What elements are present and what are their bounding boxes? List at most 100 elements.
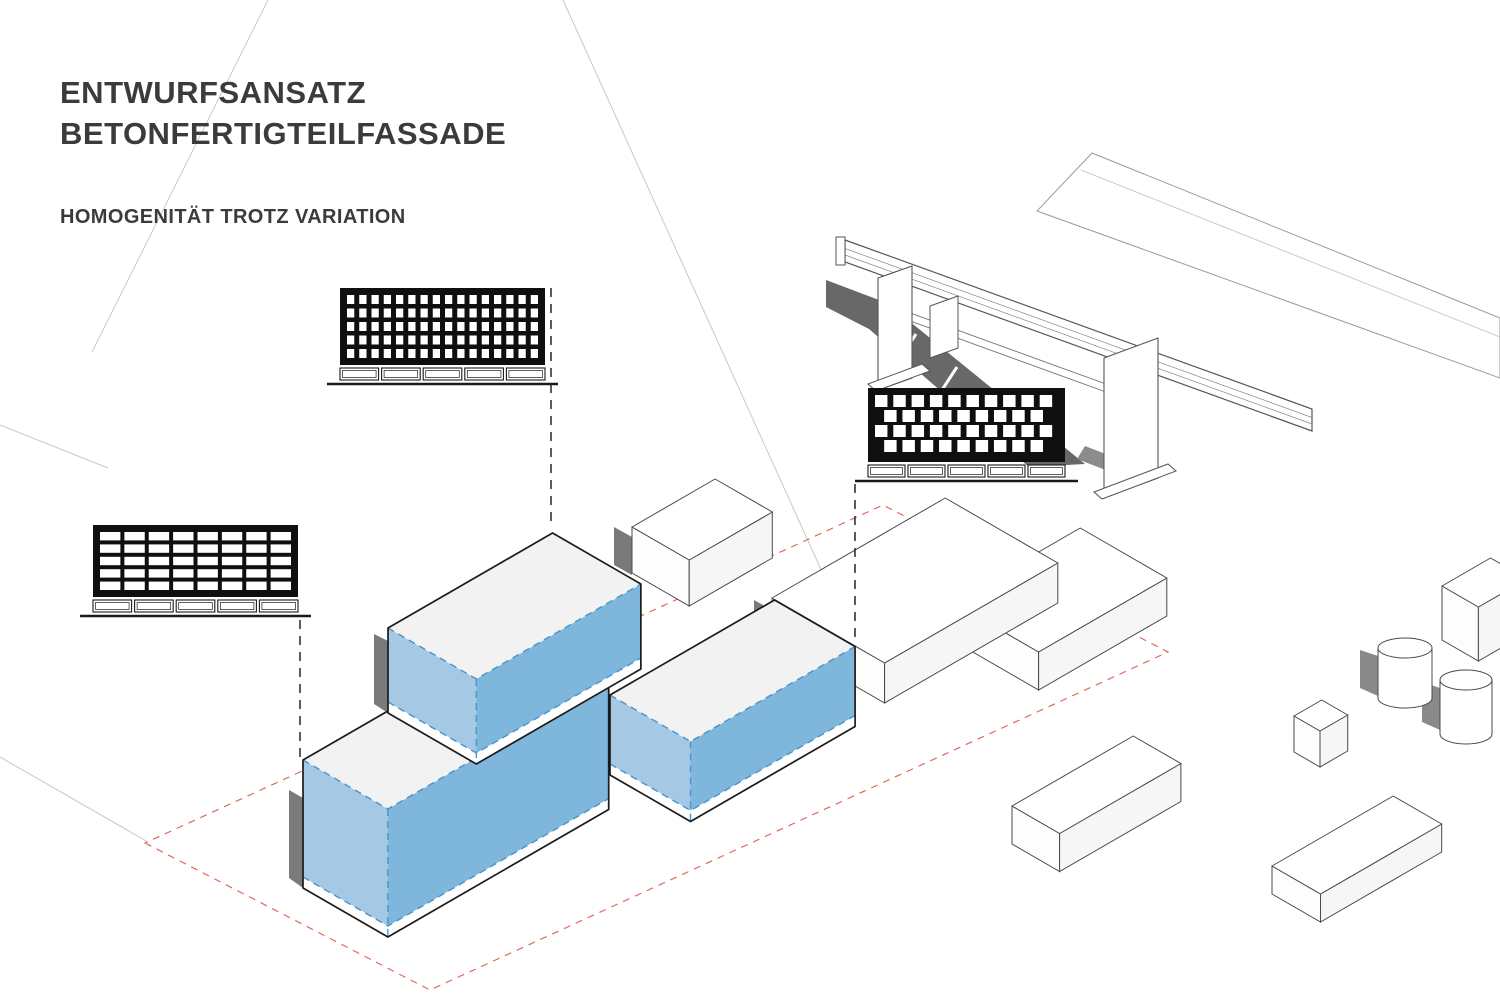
window-slot	[432, 295, 440, 304]
building-volume-1-dash-bottom	[387, 657, 642, 754]
window-band	[197, 532, 218, 541]
building-volume-2	[609, 599, 856, 823]
window-slot	[469, 349, 477, 358]
window-slot	[408, 335, 416, 345]
base-bay	[422, 367, 463, 381]
beam-end-cap	[835, 236, 846, 266]
base-bay-inner	[136, 602, 172, 610]
window-slot	[408, 349, 416, 358]
window-square	[1030, 440, 1043, 452]
building-volume-2-outline	[609, 599, 856, 823]
building-volume-3-facade-left	[303, 760, 388, 926]
base-bay-inner	[425, 370, 460, 378]
window-square	[1003, 425, 1016, 437]
window-band	[173, 569, 194, 578]
base-bay-inner	[870, 467, 903, 475]
building-volume-1-roof	[388, 533, 641, 679]
window-square	[966, 395, 979, 407]
highlighted-volumes	[289, 634, 388, 888]
window-slot	[457, 349, 465, 358]
window-slot	[506, 322, 514, 331]
window-band	[270, 544, 291, 553]
context-buildings	[614, 478, 1168, 704]
base-bay	[867, 464, 906, 478]
window-square	[948, 395, 961, 407]
base-bay-inner	[950, 467, 983, 475]
far-building-1-top-face	[1011, 735, 1182, 834]
window-slot	[506, 295, 514, 304]
base-bay	[1027, 464, 1066, 478]
base-bay	[381, 367, 421, 381]
window-slot	[445, 322, 453, 331]
window-square	[929, 395, 943, 407]
window-square	[1030, 410, 1043, 422]
window-band	[270, 581, 291, 590]
window-square	[957, 440, 970, 452]
window-slot	[396, 349, 404, 358]
window-slot	[371, 295, 379, 304]
window-band	[100, 556, 121, 566]
window-square	[939, 410, 952, 422]
window-square	[1021, 395, 1034, 407]
facade-swatch-horizontal-bands-block	[93, 525, 298, 597]
base-bay	[217, 599, 257, 613]
window-square	[1039, 395, 1053, 407]
window-band	[124, 581, 145, 590]
window-square	[984, 425, 998, 437]
window-slot	[396, 295, 404, 304]
gantry-crane	[826, 152, 1500, 500]
window-slot	[530, 295, 538, 304]
base-bay-inner	[342, 370, 377, 378]
window-slot	[432, 322, 440, 331]
window-slot	[530, 349, 538, 358]
window-slot	[506, 349, 514, 358]
building-volume-2-facade-right	[690, 646, 856, 811]
window-slot	[469, 295, 477, 304]
window-band	[173, 556, 194, 566]
window-square	[966, 425, 979, 437]
window-slot	[359, 308, 367, 318]
base-bay-inner	[219, 602, 255, 610]
window-slot	[396, 335, 404, 345]
window-slot	[420, 349, 428, 358]
window-slot	[347, 335, 355, 345]
building-shadow	[614, 527, 632, 575]
title-line-2: BETONFERTIGTEILFASSADE	[60, 116, 507, 151]
window-square	[929, 425, 943, 437]
window-slot	[481, 322, 489, 331]
window-slot	[469, 335, 477, 345]
far-structures	[1011, 557, 1500, 923]
window-square	[993, 440, 1007, 452]
building-volume-1-facade-right	[476, 584, 641, 753]
base-bay	[175, 599, 216, 613]
construction-line	[91, 0, 269, 353]
window-slot	[530, 335, 538, 345]
window-square	[1021, 425, 1034, 437]
window-slot	[457, 295, 465, 304]
window-band	[100, 581, 121, 590]
window-square	[875, 425, 888, 437]
yard-slab	[1036, 152, 1500, 379]
window-slot	[494, 349, 502, 358]
window-slot	[359, 349, 367, 358]
construction-line	[0, 424, 109, 469]
window-square	[875, 395, 888, 407]
window-band	[124, 544, 145, 553]
window-slot	[383, 322, 391, 331]
window-band	[148, 581, 170, 590]
window-square	[884, 410, 897, 422]
window-band	[221, 556, 243, 566]
storage-tank-2-top	[1439, 669, 1493, 691]
window-band	[173, 544, 194, 553]
window-square	[920, 410, 934, 422]
window-square	[957, 410, 970, 422]
window-square	[1039, 425, 1053, 437]
window-slot	[481, 335, 489, 345]
base-bay-inner	[466, 370, 502, 378]
window-slot	[506, 308, 514, 318]
window-slot	[481, 295, 489, 304]
window-slot	[371, 322, 379, 331]
facade-swatch-checkerboard	[855, 388, 1078, 483]
small-cube-top-face	[1293, 699, 1349, 732]
beam-line	[844, 254, 1313, 425]
